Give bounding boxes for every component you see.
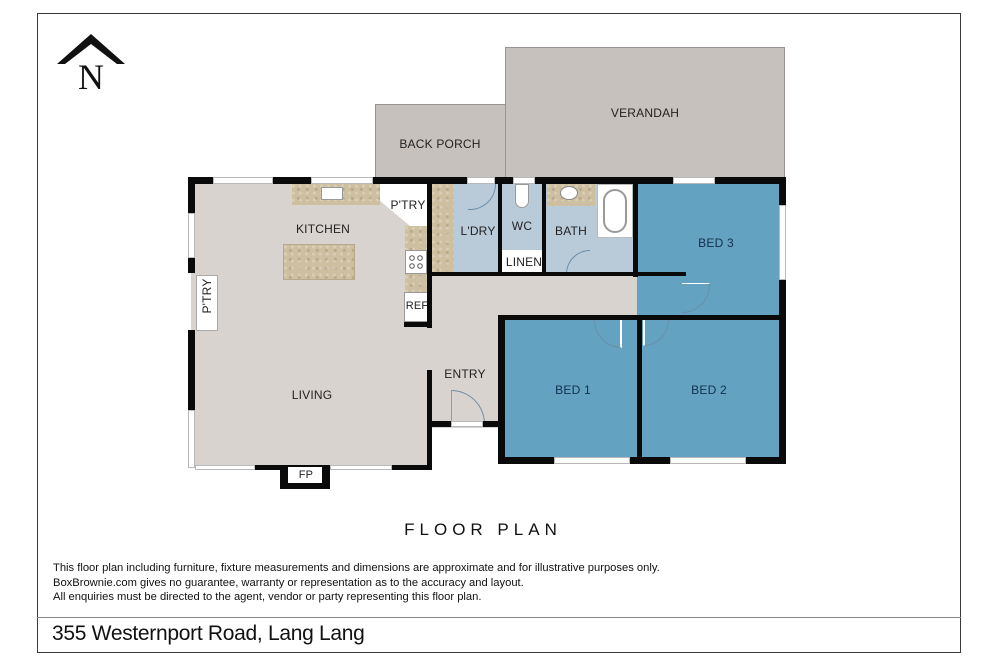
- wall: [430, 272, 686, 276]
- fridge-space: [404, 292, 428, 322]
- wall: [427, 177, 432, 277]
- wall: [498, 457, 786, 464]
- wall: [542, 177, 546, 274]
- north-letter: N: [78, 57, 104, 97]
- window: [779, 205, 786, 280]
- north-arrow-icon: N: [55, 32, 127, 97]
- verandah-label: VERANDAH: [610, 106, 680, 120]
- verandah-area: [505, 47, 785, 180]
- window: [188, 213, 195, 258]
- entry-doorway: [451, 421, 483, 427]
- entry-label: ENTRY: [444, 367, 486, 381]
- laundry-bench: [432, 184, 454, 274]
- cooktop-icon: [405, 250, 427, 274]
- bed3-label: BED 3: [698, 236, 734, 250]
- sink-icon: [321, 187, 343, 200]
- window: [213, 177, 273, 184]
- disclaimer-line-1: This floor plan including furniture, fix…: [53, 562, 660, 574]
- bedroom-3: [637, 184, 779, 317]
- wall: [404, 322, 432, 327]
- back-porch-area: [375, 104, 506, 180]
- window: [673, 177, 715, 184]
- window: [330, 465, 392, 470]
- window: [467, 177, 495, 184]
- bed2-label: BED 2: [691, 383, 727, 397]
- living-kitchen-floor: [191, 180, 431, 468]
- toilet-icon: [515, 184, 529, 208]
- window: [554, 457, 630, 464]
- kitchen-island: [283, 244, 355, 280]
- laundry-label: L'DRY: [460, 224, 496, 238]
- window: [188, 410, 195, 468]
- fireplace: [288, 467, 322, 483]
- window: [670, 457, 746, 464]
- disclaimer: This floor plan including furniture, fix…: [53, 561, 660, 605]
- bedroom-2: [641, 320, 779, 457]
- linen-label: LINEN: [505, 255, 543, 269]
- window: [195, 465, 255, 470]
- wall: [633, 177, 638, 277]
- wall: [498, 315, 505, 464]
- kitchen-pantry-label: P'TRY: [390, 198, 426, 212]
- disclaimer-line-2: BoxBrownie.com gives no guarantee, warra…: [53, 576, 524, 589]
- wall: [637, 315, 642, 464]
- bed1-label: BED 1: [555, 383, 591, 397]
- back-porch-label: BACK PORCH: [399, 137, 481, 151]
- plan-title: FLOOR PLAN: [404, 520, 562, 539]
- linen-cupboard: [505, 251, 543, 273]
- ref-label: REF: [405, 300, 429, 312]
- fireplace-label: FP: [298, 469, 314, 481]
- kitchen-label: KITCHEN: [295, 222, 351, 236]
- living-label: LIVING: [291, 388, 333, 402]
- wall: [779, 177, 786, 464]
- living-pantry: [196, 275, 218, 331]
- wall: [427, 276, 432, 328]
- wall: [188, 330, 195, 410]
- window: [311, 177, 373, 184]
- property-address: 355 Westernport Road, Lang Lang: [52, 622, 365, 645]
- bath-label: BATH: [555, 224, 587, 238]
- window: [513, 177, 535, 184]
- bathtub-icon: [597, 184, 633, 238]
- wall: [427, 370, 432, 470]
- wall: [498, 315, 786, 320]
- basin-icon: [560, 186, 578, 200]
- living-pantry-label: P'TRY: [200, 278, 214, 314]
- disclaimer-line-3: All enquiries must be directed to the ag…: [53, 591, 482, 603]
- wc-label: WC: [511, 219, 533, 233]
- wall: [498, 177, 502, 274]
- address-divider: [37, 617, 961, 618]
